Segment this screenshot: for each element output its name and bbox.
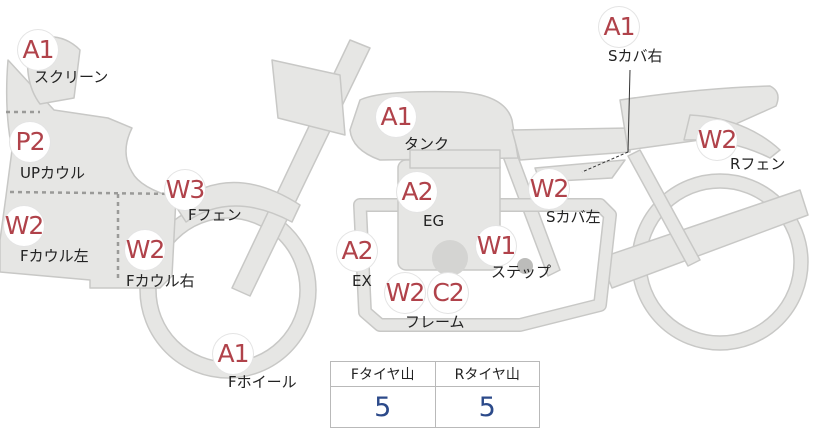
f-fender-label: Fフェン	[188, 206, 242, 224]
engine-grade-badge: A2	[397, 172, 437, 212]
rear-tire-header: Rタイヤ山	[434, 361, 540, 387]
frame-grade2-badge: C2	[428, 273, 468, 313]
side-cover-shape	[511, 127, 631, 161]
step-label: ステップ	[491, 263, 552, 281]
f-fender-grade-badge: W3	[165, 170, 205, 210]
s-cover-left-grade-badge: W2	[529, 169, 569, 209]
screen-label: スクリーン	[34, 68, 109, 86]
f-cowl-right-label: Fカウル右	[126, 272, 195, 290]
front-tire-value: 5	[330, 386, 436, 428]
s-cover-right-grade-badge: A1	[599, 7, 639, 47]
exhaust-grade-badge: A2	[337, 231, 377, 271]
s-cover-left-label: Sカバ左	[546, 208, 601, 226]
up-cowl-label: UPカウル	[20, 164, 86, 182]
frame-label: フレーム	[405, 313, 465, 331]
frame-grade-badge: W2	[385, 273, 425, 313]
exhaust-label: EX	[352, 272, 372, 290]
front-fender-shape	[174, 181, 301, 223]
front-tire-header: Fタイヤ山	[330, 361, 436, 387]
step-grade-badge: W1	[476, 226, 516, 266]
engine-label: EG	[423, 212, 445, 230]
up-cowl-grade-badge: P2	[10, 122, 50, 162]
s-cover-right-label: Sカバ右	[608, 47, 663, 65]
f-wheel-label: Fホイール	[228, 373, 297, 391]
f-cowl-left-label: Fカウル左	[20, 247, 89, 265]
rear-tire-value: 5	[434, 386, 540, 428]
tank-grade-badge: A1	[376, 97, 416, 137]
tire-tread-table: Fタイヤ山 Rタイヤ山 5 5	[330, 361, 540, 428]
f-cowl-left-grade-badge: W2	[4, 206, 44, 246]
f-wheel-grade-badge: A1	[213, 334, 253, 374]
tank-label: タンク	[404, 135, 450, 153]
screen-grade-badge: A1	[18, 30, 58, 70]
r-fender-grade-badge: W2	[697, 120, 737, 160]
f-cowl-right-grade-badge: W2	[125, 230, 165, 270]
r-fender-label: Rフェン	[730, 155, 786, 173]
